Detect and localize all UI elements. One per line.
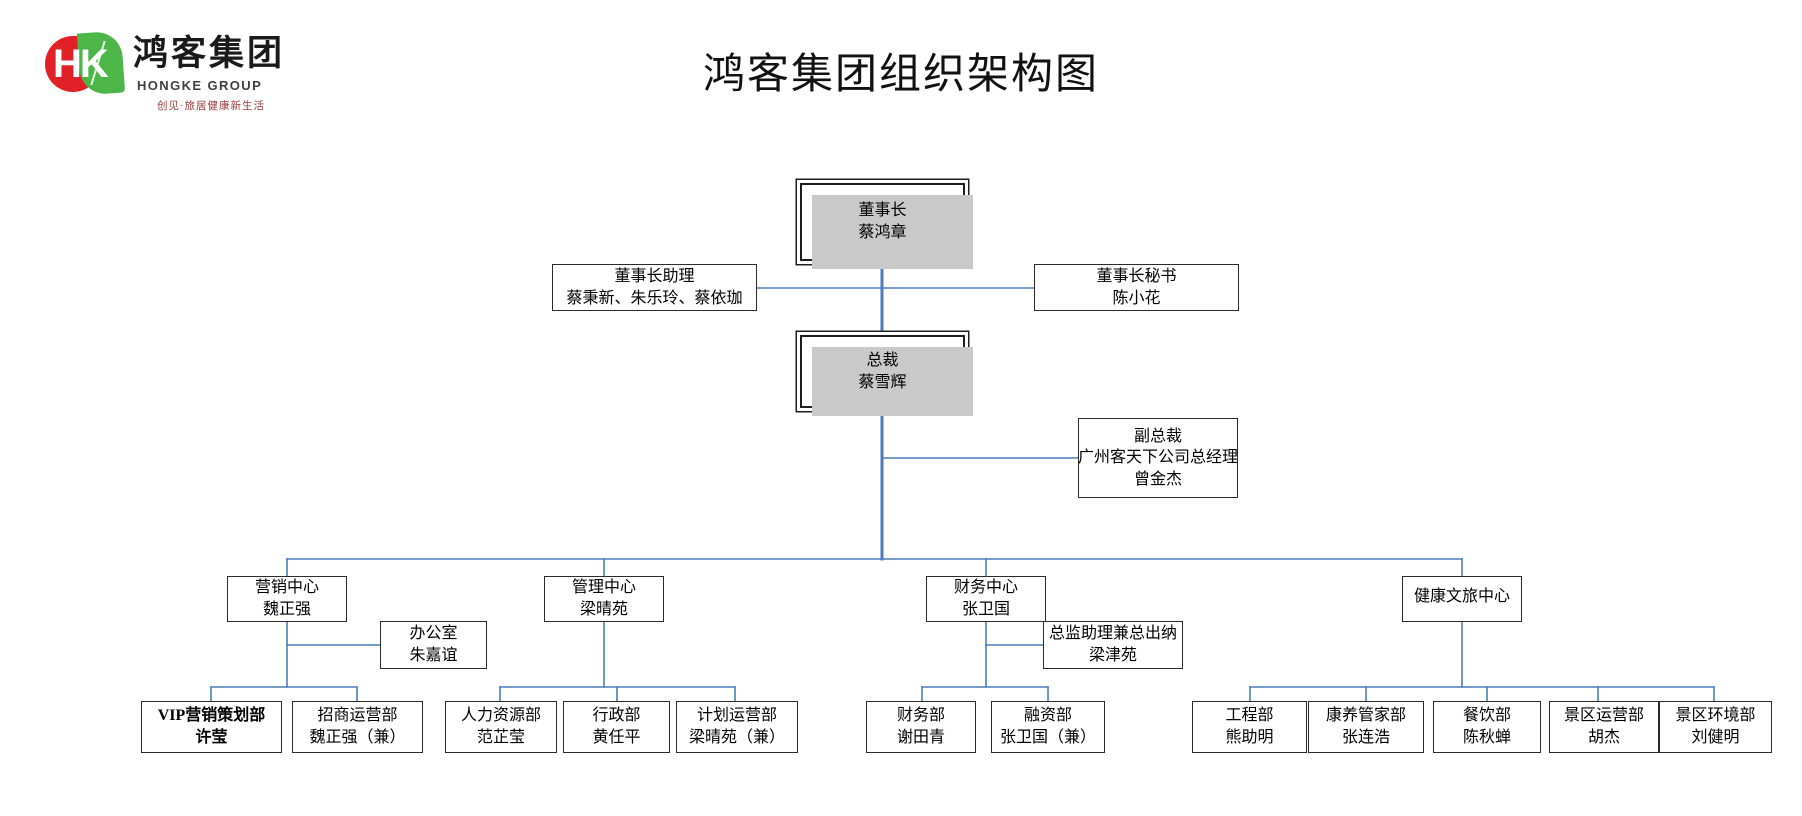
node-title: 总裁 xyxy=(866,351,899,369)
node-person: 陈小花 xyxy=(1112,289,1161,307)
logo-mark-icon: HK xyxy=(45,30,126,98)
node-title: 餐饮部 xyxy=(1462,707,1511,725)
node-title: 财务中心 xyxy=(953,579,1018,597)
node-title: 董事长助理 xyxy=(614,267,695,285)
node-person: 谢田青 xyxy=(896,729,945,746)
node-invest-ops[interactable]: 招商运营部 魏正强（兼） xyxy=(292,701,423,753)
node-health-butler[interactable]: 康养管家部 张连浩 xyxy=(1308,701,1424,753)
node-title: VIP营销策划部 xyxy=(157,707,266,725)
node-person: 梁晴苑（兼） xyxy=(688,729,785,746)
node-title: 董事长秘书 xyxy=(1096,267,1177,285)
node-title: 招商运营部 xyxy=(317,707,398,725)
node-title: 副总裁 xyxy=(1133,427,1182,445)
node-title: 营销中心 xyxy=(254,579,319,597)
node-management-center[interactable]: 管理中心 梁晴苑 xyxy=(544,576,664,622)
node-person: 范芷莹 xyxy=(476,729,525,746)
node-person: 张卫国（兼） xyxy=(999,729,1096,746)
node-title: 康养管家部 xyxy=(1325,707,1406,725)
logo-slogan: 创见·旅居健康新生活 xyxy=(157,101,265,112)
node-scenic-ops[interactable]: 景区运营部 胡杰 xyxy=(1549,701,1659,753)
node-title: 办公室 xyxy=(409,625,458,643)
node-title: 融资部 xyxy=(1023,707,1072,725)
node-subtitle: 广州客天下公司总经理 xyxy=(1078,449,1239,467)
node-person: 陈秋蝉 xyxy=(1462,729,1511,746)
node-person: 魏正强（兼） xyxy=(309,729,406,746)
node-person: 曾金杰 xyxy=(1133,470,1182,488)
node-person: 梁晴苑 xyxy=(579,601,628,618)
node-person: 朱嘉谊 xyxy=(409,647,458,664)
node-person: 刘健明 xyxy=(1691,729,1740,746)
node-person: 胡杰 xyxy=(1587,729,1620,746)
node-title: 董事长 xyxy=(858,202,907,220)
node-finance-center[interactable]: 财务中心 张卫国 xyxy=(926,576,1046,622)
node-person: 黄任平 xyxy=(592,729,641,746)
node-person: 张卫国 xyxy=(961,601,1010,618)
node-engineering[interactable]: 工程部 熊助明 xyxy=(1192,701,1307,753)
node-title: 行政部 xyxy=(592,707,641,725)
node-vip-planning[interactable]: VIP营销策划部 许莹 xyxy=(141,701,282,753)
node-title: 总监助理兼总出纳 xyxy=(1048,625,1177,643)
node-person: 熊助明 xyxy=(1225,729,1274,746)
node-person: 梁津苑 xyxy=(1088,647,1137,664)
node-title: 景区运营部 xyxy=(1563,707,1644,725)
node-person: 许莹 xyxy=(195,729,228,746)
page-title: 鸿客集团组织架构图 xyxy=(702,52,1099,98)
node-chair-secretary[interactable]: 董事长秘书 陈小花 xyxy=(1034,264,1239,311)
node-admin[interactable]: 行政部 黄任平 xyxy=(563,701,670,753)
logo-company-name-en: HONGKE GROUP xyxy=(137,78,263,93)
node-title: 人力资源部 xyxy=(460,707,541,725)
node-chief-assistant[interactable]: 总监助理兼总出纳 梁津苑 xyxy=(1043,621,1183,669)
node-plan-ops[interactable]: 计划运营部 梁晴苑（兼） xyxy=(676,701,798,753)
node-office[interactable]: 办公室 朱嘉谊 xyxy=(380,621,487,669)
company-logo: HK 鸿客集团 HONGKE GROUP 创见·旅居健康新生活 xyxy=(45,28,310,118)
node-finance-dept[interactable]: 财务部 谢田青 xyxy=(866,701,976,753)
node-title: 景区环境部 xyxy=(1675,707,1756,725)
node-marketing-center[interactable]: 营销中心 魏正强 xyxy=(227,576,347,622)
node-title: 健康文旅中心 xyxy=(1413,588,1510,605)
node-person: 张连浩 xyxy=(1341,729,1390,746)
node-hr[interactable]: 人力资源部 范芷莹 xyxy=(445,701,557,753)
logo-company-name-cn: 鸿客集团 xyxy=(133,34,286,73)
node-catering[interactable]: 餐饮部 陈秋蝉 xyxy=(1433,701,1541,753)
node-chair-assistant[interactable]: 董事长助理 蔡秉新、朱乐玲、蔡依珈 xyxy=(552,264,757,311)
node-chairman[interactable]: 董事长 蔡鸿章 xyxy=(800,183,973,269)
node-health-center[interactable]: 健康文旅中心 xyxy=(1402,576,1522,622)
node-scenic-env[interactable]: 景区环境部 刘健明 xyxy=(1659,701,1772,753)
node-title: 计划运营部 xyxy=(696,707,777,725)
node-title: 财务部 xyxy=(896,707,945,725)
node-person: 蔡秉新、朱乐玲、蔡依珈 xyxy=(566,289,743,307)
node-person: 蔡鸿章 xyxy=(858,224,907,241)
node-title: 工程部 xyxy=(1225,707,1274,725)
node-president[interactable]: 总裁 蔡雪辉 xyxy=(800,335,973,416)
logo-initials: HK xyxy=(53,42,109,86)
node-vice-president[interactable]: 副总裁 广州客天下公司总经理 曾金杰 xyxy=(1078,418,1238,498)
node-person: 蔡雪辉 xyxy=(858,373,907,391)
node-title: 管理中心 xyxy=(571,579,636,597)
node-person: 魏正强 xyxy=(262,601,311,618)
node-funding-dept[interactable]: 融资部 张卫国（兼） xyxy=(991,701,1105,753)
